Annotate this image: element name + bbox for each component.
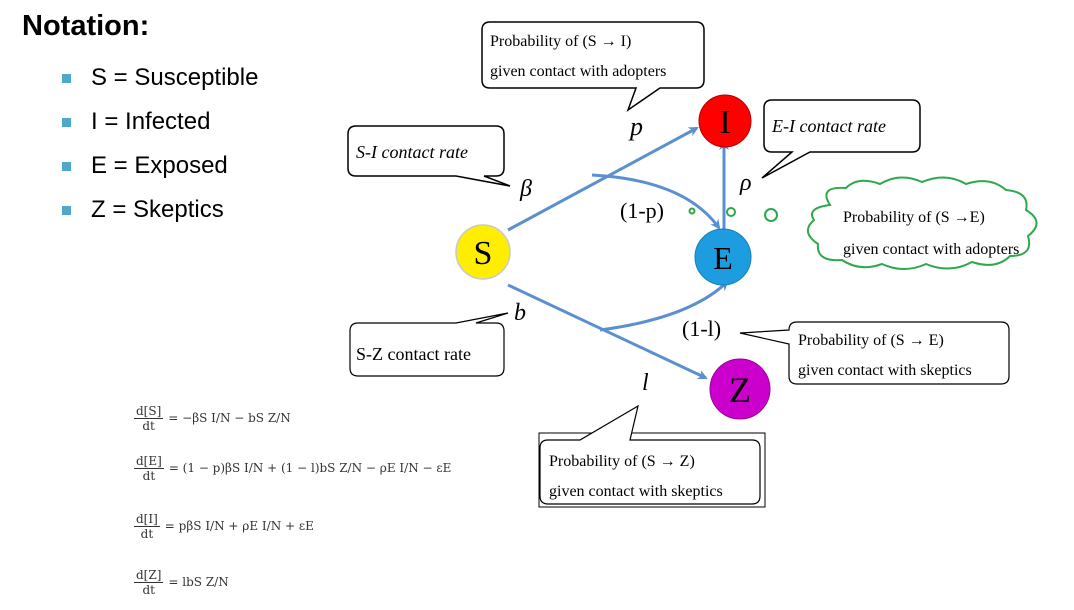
notation-item: Z = Skeptics bbox=[62, 188, 258, 232]
arrow-s-to-z bbox=[507, 283, 708, 380]
callout-si-rate: S-I contact rate bbox=[347, 125, 511, 187]
equations: d[S]dt = −βS I/N − bS Z/N d[E]dt = (1 − … bbox=[132, 398, 454, 610]
callout-s-to-i-line1: Probability of (S → I) bbox=[490, 33, 631, 50]
equation-lhs: d[I]dt bbox=[134, 511, 160, 541]
arrow-s-to-e-adopters bbox=[591, 173, 721, 230]
edge-label-p: p bbox=[628, 112, 643, 141]
notation-item: S = Susceptible bbox=[62, 56, 258, 100]
bullet-square-icon bbox=[62, 205, 71, 215]
node-e-label: E bbox=[713, 240, 733, 276]
callout-s-to-e-skeptics-line1: Probability of (S → E) bbox=[798, 332, 944, 349]
equation-s: d[S]dt = −βS I/N − bS Z/N bbox=[132, 398, 454, 438]
equation-lhs: d[S]dt bbox=[134, 403, 164, 433]
edge-label-l: l bbox=[642, 370, 649, 396]
callout-s-to-i-line2: given contact with adopters bbox=[490, 63, 666, 80]
transition-arrows bbox=[507, 126, 729, 380]
node-z: Z bbox=[709, 358, 771, 420]
callout-s-to-e-adopters: Probability of (S →E) given contact with… bbox=[807, 176, 1038, 270]
edge-label-b: b bbox=[514, 300, 526, 326]
callout-ei-rate-text: E-I contact rate bbox=[771, 116, 886, 136]
equation-rhs: = pβS I/N + ρE I/N + εE bbox=[164, 519, 314, 533]
callout-s-to-z-line2: given contact with skeptics bbox=[549, 483, 723, 500]
node-z-label: Z bbox=[729, 370, 751, 410]
equation-rhs: = (1 − p)βS I/N + (1 − l)bS Z/N − ρE I/N… bbox=[168, 461, 452, 475]
edge-label-rho: ρ bbox=[739, 170, 752, 196]
notation-item: E = Exposed bbox=[62, 144, 258, 188]
equation-z: d[Z]dt = lbS Z/N bbox=[132, 554, 454, 610]
edge-label-one-minus-p: (1-p) bbox=[620, 198, 664, 223]
equation-i: d[I]dt = pβS I/N + ρE I/N + εE bbox=[132, 498, 454, 554]
notation-item: I = Infected bbox=[62, 100, 258, 144]
edge-label-one-minus-l: (1-l) bbox=[682, 316, 721, 341]
callout-si-rate-text: S-I contact rate bbox=[356, 142, 468, 162]
arrow-s-to-e-skeptics bbox=[599, 280, 729, 332]
notation-item-label: Z = Skeptics bbox=[91, 196, 224, 223]
node-e: E bbox=[694, 228, 752, 286]
thought-bubble-dots bbox=[688, 207, 778, 222]
notation-title: Notation: bbox=[22, 10, 150, 42]
callout-s-to-e-skeptics: Probability of (S → E) given contact wit… bbox=[739, 321, 1010, 385]
notation-item-label: E = Exposed bbox=[91, 152, 228, 179]
equation-rhs: = −βS I/N − bS Z/N bbox=[168, 411, 291, 425]
node-i: I bbox=[698, 94, 752, 148]
bullet-square-icon bbox=[62, 73, 71, 83]
notation-item-label: I = Infected bbox=[91, 108, 211, 135]
bullet-square-icon bbox=[62, 117, 71, 127]
callout-s-to-e-skeptics-line2: given contact with skeptics bbox=[798, 362, 972, 379]
callout-s-to-i: Probability of (S → I) given contact wit… bbox=[481, 21, 705, 112]
equation-lhs: d[Z]dt bbox=[134, 567, 164, 597]
equation-rhs: = lbS Z/N bbox=[168, 575, 229, 589]
callout-s-to-z-line1: Probability of (S → Z) bbox=[549, 453, 695, 470]
callout-s-to-e-adopters-line1: Probability of (S →E) bbox=[843, 209, 985, 226]
node-s-label: S bbox=[474, 235, 493, 272]
callout-s-to-z: Probability of (S → Z) given contact wit… bbox=[538, 404, 766, 508]
callout-sz-rate-text: S-Z contact rate bbox=[356, 344, 471, 364]
notation-item-label: S = Susceptible bbox=[91, 64, 259, 91]
bullet-square-icon bbox=[62, 161, 71, 171]
notation-list: S = Susceptible I = Infected E = Exposed… bbox=[62, 56, 258, 232]
arrow-s-to-i bbox=[507, 126, 699, 232]
callout-s-to-e-adopters-line2: given contact with adopters bbox=[843, 241, 1019, 258]
node-i-label: I bbox=[719, 104, 730, 141]
callout-sz-rate: S-Z contact rate bbox=[349, 312, 509, 377]
callout-ei-rate: E-I contact rate bbox=[761, 99, 921, 179]
node-s: S bbox=[455, 224, 511, 280]
equation-lhs: d[E]dt bbox=[134, 453, 164, 483]
edge-label-beta: β bbox=[519, 176, 532, 202]
equation-e: d[E]dt = (1 − p)βS I/N + (1 − l)bS Z/N −… bbox=[132, 438, 454, 498]
